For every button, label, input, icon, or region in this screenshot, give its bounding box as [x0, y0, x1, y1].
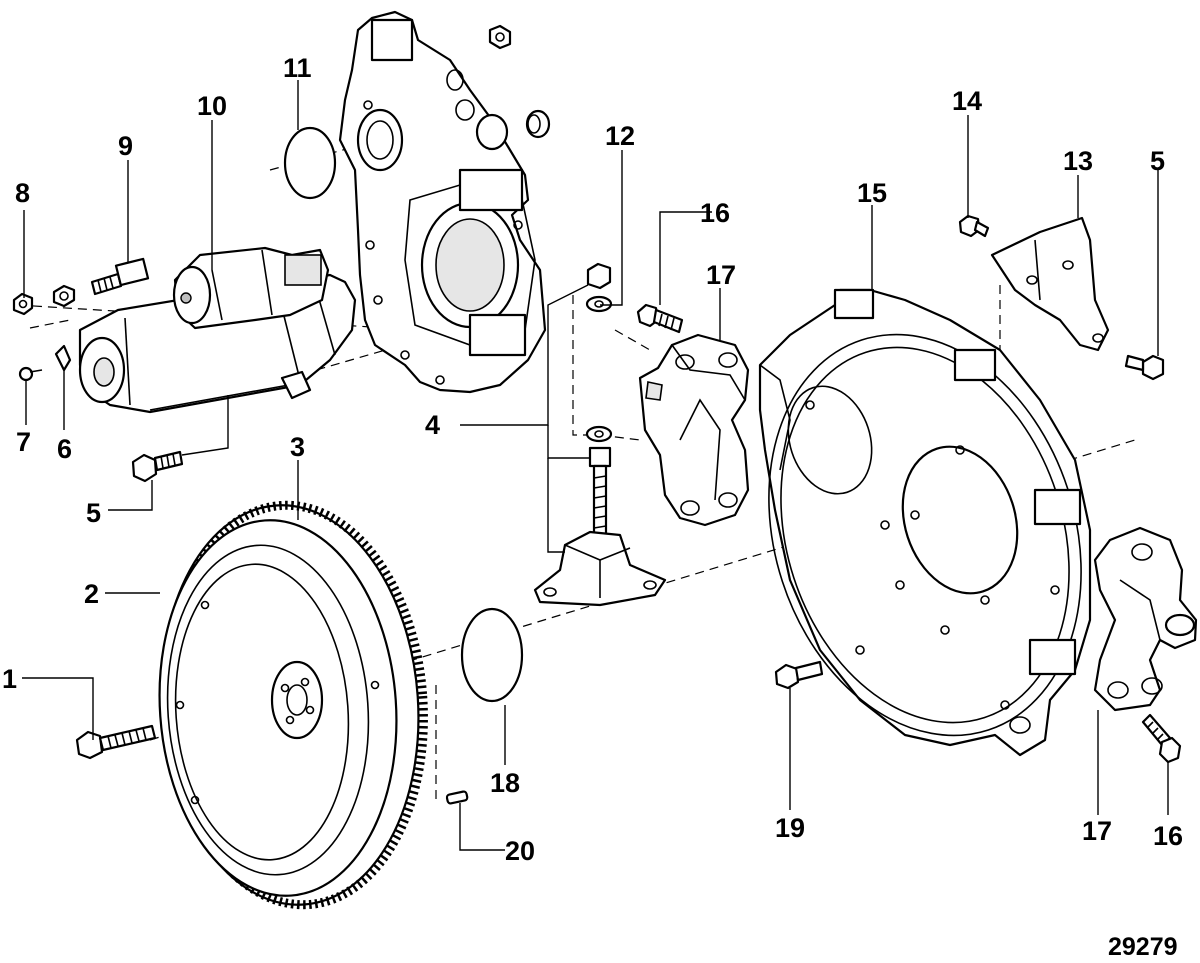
callout-1: 1: [2, 664, 17, 694]
callout-7: 7: [16, 427, 31, 457]
cover-nut: [488, 24, 512, 50]
callout-13: 13: [1063, 146, 1093, 176]
bolt-19: [774, 660, 824, 690]
bolt-5-left: [131, 450, 184, 483]
callout-5-left: 5: [86, 498, 101, 528]
callout-3: 3: [290, 432, 305, 462]
engine-bracket-front: [638, 333, 750, 527]
callout-17-center: 17: [706, 260, 736, 290]
ring-gear-3: [162, 500, 428, 910]
callout-16-rear: 16: [1153, 821, 1183, 851]
bolt-14: [958, 214, 990, 238]
flywheel-bolt-1: [75, 724, 157, 760]
callout-5-right: 5: [1150, 146, 1165, 176]
callout-12: 12: [605, 121, 635, 151]
dowel-pin-20: [445, 790, 469, 805]
callout-17-rear: 17: [1082, 816, 1112, 846]
bracket-13: [990, 216, 1110, 352]
starter-hardware: [12, 257, 150, 382]
callout-11: 11: [283, 53, 312, 83]
callout-4: 4: [425, 410, 440, 440]
callout-15: 15: [857, 178, 887, 208]
callout-8: 8: [15, 178, 30, 208]
engine-mount: [533, 262, 667, 607]
callout-9: 9: [118, 131, 133, 161]
o-ring-18: [460, 607, 524, 703]
bolt-16-rear: [1141, 713, 1182, 764]
timing-cover: [338, 10, 547, 394]
flywheel-housing: [758, 288, 1092, 757]
leader-lines: [22, 80, 1169, 851]
callout-19: 19: [775, 813, 805, 843]
callout-20: 20: [505, 836, 535, 866]
o-ring-11: [283, 126, 337, 200]
starter-motor: [78, 246, 357, 414]
callout-2: 2: [84, 579, 99, 609]
callout-18: 18: [490, 768, 520, 798]
figure-number: 29279: [1108, 933, 1178, 961]
callout-16-center: 16: [700, 198, 730, 228]
bolt-16-center: [636, 303, 684, 334]
bolt-5-right: [1124, 354, 1165, 381]
callout-14: 14: [952, 86, 982, 116]
callout-10: 10: [197, 91, 227, 121]
callout-labels: 1 2 3 4 5 5 6 7 8 9 10 11 12 13 14 15 16…: [2, 53, 1183, 866]
callout-6: 6: [57, 434, 72, 464]
engine-bracket-rear: [1093, 526, 1198, 712]
flywheel: [158, 500, 428, 910]
cover-plug: [525, 109, 551, 139]
